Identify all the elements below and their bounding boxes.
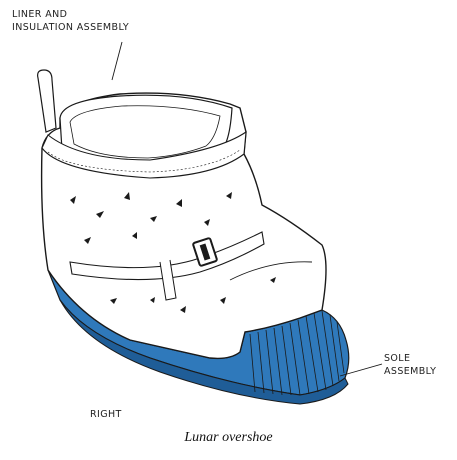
pull-tab xyxy=(37,69,57,133)
buckle-prong xyxy=(199,243,211,261)
cuff-band xyxy=(41,130,247,179)
ankle-strap xyxy=(69,231,265,281)
liner-label-line-1: LINER AND xyxy=(12,9,68,20)
strap-loop xyxy=(159,259,177,301)
sole-label-line-1: SOLE xyxy=(384,353,411,364)
sole-leader-line xyxy=(339,363,383,377)
cuff-stitching xyxy=(47,149,241,173)
sole-ribbing xyxy=(249,310,345,396)
side-label: RIGHT xyxy=(90,409,122,420)
sole-label-line-2: ASSEMBLY xyxy=(384,366,437,377)
cuff-inner xyxy=(69,105,221,159)
figure-caption: Lunar overshoe xyxy=(184,430,273,445)
toe-seam xyxy=(229,261,313,281)
sole-bottom-edge xyxy=(59,299,349,405)
liner-leader-line xyxy=(111,41,123,81)
liner-label-line-2: INSULATION ASSEMBLY xyxy=(12,22,130,33)
fabric-texture xyxy=(70,192,276,313)
sole-assembly-label: SOLE ASSEMBLY xyxy=(384,352,436,378)
liner-insulation-label: LINER AND INSULATION ASSEMBLY xyxy=(12,8,129,34)
